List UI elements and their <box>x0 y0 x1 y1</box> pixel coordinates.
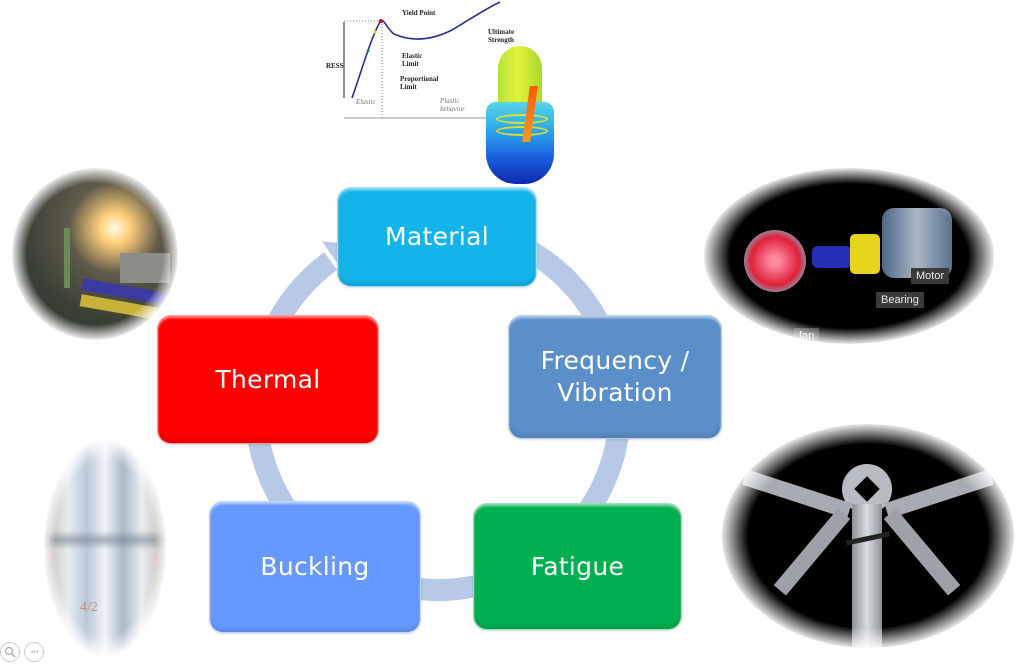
fatigue-label: Fatigue <box>530 551 625 581</box>
buckling-photo: 4/2 <box>44 440 166 656</box>
plastic-behavior-line-2: behavior <box>440 105 465 113</box>
zoom-button[interactable] <box>0 642 20 662</box>
plastic-behavior-label: Plastic behavior <box>440 97 465 113</box>
buckling-label: Buckling <box>260 552 370 581</box>
elastic-limit-line-1: Elastic <box>402 52 423 60</box>
frequency-label-line-2: Vibration <box>557 378 673 407</box>
pump-motor-photo: Motor Bearing fan <box>704 168 994 344</box>
crank-fatigue-photo <box>722 424 1014 648</box>
stress-strain-chart-image: Yield Point Elastic Limit Proportional L… <box>322 0 502 122</box>
proportional-limit-label: Proportional Limit <box>400 75 438 91</box>
more-options-button[interactable]: ••• <box>24 642 44 662</box>
ultimate-strength-line-1: Ultimate <box>488 28 515 36</box>
thermal-photo <box>12 168 178 340</box>
buckling-handwriting: 4/2 <box>80 600 98 615</box>
frequency-vibration-node[interactable]: Frequency / Vibration <box>508 315 722 439</box>
buckling-node[interactable]: Buckling <box>209 501 421 633</box>
elastic-behavior-label: Elastic <box>356 98 376 106</box>
thermal-label: Thermal <box>215 364 321 394</box>
fea-simulation-image <box>486 46 554 184</box>
material-label: Material <box>385 222 489 251</box>
ellipsis-icon: ••• <box>30 648 39 656</box>
stress-axis-label: RESS <box>326 62 344 70</box>
fan-label: fan <box>794 328 820 344</box>
stress-strain-curve <box>343 1 502 119</box>
proportional-limit-line-2: Limit <box>400 83 417 91</box>
elastic-limit-line-2: Limit <box>402 60 419 68</box>
bearing-label: Bearing <box>876 292 924 308</box>
motor-label: Motor <box>911 268 950 284</box>
magnifier-icon <box>4 646 16 658</box>
material-node[interactable]: Material <box>337 187 537 287</box>
fatigue-node[interactable]: Fatigue <box>473 503 682 630</box>
frequency-label-line-1: Frequency / <box>540 346 690 375</box>
ultimate-strength-line-2: Strength <box>488 36 514 44</box>
plastic-behavior-line-1: Plastic <box>440 97 460 105</box>
ultimate-strength-label: Ultimate Strength <box>488 28 514 44</box>
elastic-limit-label: Elastic Limit <box>402 52 422 68</box>
yield-point-label: Yield Point <box>402 9 436 17</box>
thermal-node[interactable]: Thermal <box>157 315 379 444</box>
proportional-limit-line-1: Proportional <box>400 75 439 83</box>
